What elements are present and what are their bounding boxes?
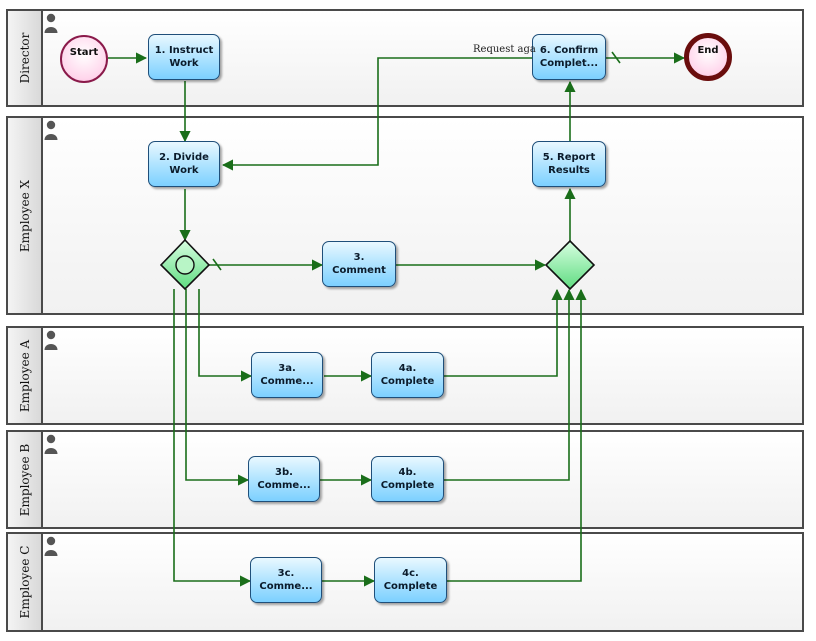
flow-split-to-comment-b [185, 289, 250, 486]
task-instruct-work[interactable]: 1. Instruct Work [148, 34, 220, 80]
task-complete-a[interactable]: 4a. Complete [371, 352, 444, 398]
start-event[interactable]: Start [60, 35, 108, 83]
circle-gateway-icon [175, 255, 195, 275]
task-label: 4c. Complete [383, 568, 438, 592]
task-divide-work[interactable]: 2. Divide Work [148, 141, 220, 187]
flow-complete-b-to-merge [444, 288, 575, 481]
task-complete-b[interactable]: 4b. Complete [371, 456, 444, 502]
end-event-label: End [697, 45, 719, 56]
task-label: 3. Comment [332, 252, 386, 276]
task-complete-c[interactable]: 4c. Complete [374, 557, 447, 603]
split-gateway[interactable] [159, 238, 211, 291]
diamond-gateway-icon [544, 239, 596, 291]
task-comment-b[interactable]: 3b. Comme... [248, 456, 320, 502]
task-label: 1. Instruct Work [154, 45, 214, 69]
task-label: 3b. Comme... [257, 467, 311, 491]
person-icon [44, 120, 58, 140]
flow-complete-a-to-merge [444, 288, 563, 377]
flow-complete-c-to-merge [447, 288, 587, 582]
person-icon [44, 330, 58, 350]
task-report-results[interactable]: 5. Report Results [532, 141, 606, 187]
task-label: 6. Confirm Complet... [539, 45, 599, 69]
task-confirm-completion[interactable]: 6. Confirm Complet... [532, 34, 606, 80]
lane-header: Employee A [8, 328, 43, 423]
end-event[interactable]: End [684, 33, 732, 81]
start-event-label: Start [69, 47, 99, 58]
flow-confirm-request-again [221, 57, 532, 171]
lane-header: Director [8, 11, 43, 105]
lane-header: Employee B [8, 432, 43, 527]
default-flow-marker [611, 51, 621, 64]
flow-label-request-again: Request aga [473, 44, 536, 55]
person-icon [44, 536, 58, 556]
task-label: 2. Divide Work [159, 152, 209, 176]
task-label: 4a. Complete [380, 363, 435, 387]
person-icon [44, 434, 58, 454]
task-label: 5. Report Results [542, 152, 596, 176]
task-label: 3c. Comme... [259, 568, 313, 592]
flow-split-to-comment-a [198, 289, 253, 382]
lane-header: Employee C [8, 534, 43, 630]
task-comment-c[interactable]: 3c. Comme... [250, 557, 322, 603]
task-comment-a[interactable]: 3a. Comme... [251, 352, 323, 398]
merge-gateway[interactable] [544, 239, 596, 291]
task-comment[interactable]: 3. Comment [322, 241, 396, 287]
lane-employee-x: Employee X [6, 116, 804, 315]
person-icon [44, 13, 58, 33]
flow-split-to-comment-c [173, 289, 252, 587]
lane-header: Employee X [8, 118, 43, 313]
default-flow-marker [212, 258, 222, 271]
task-label: 3a. Comme... [260, 363, 314, 387]
task-label: 4b. Complete [380, 467, 435, 491]
